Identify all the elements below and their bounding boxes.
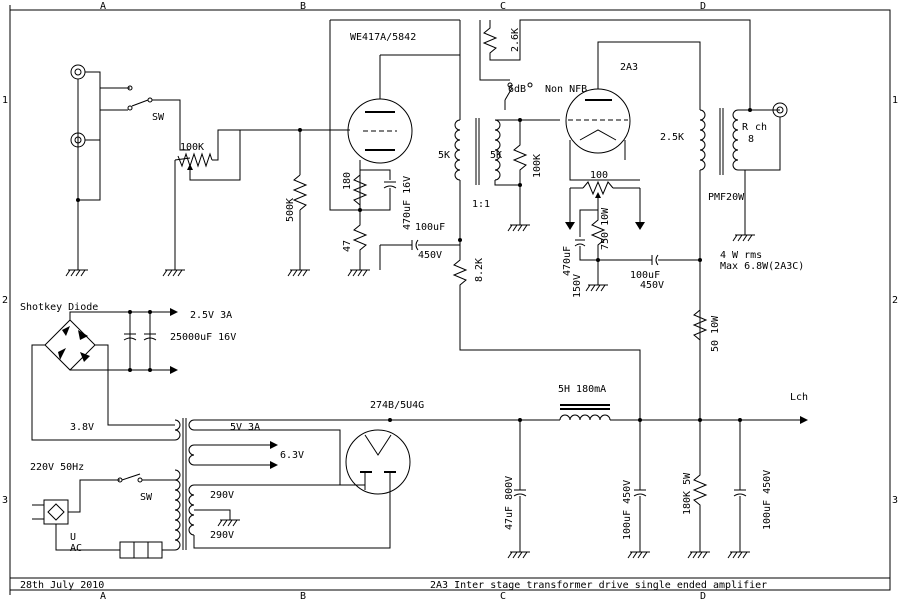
- col-label-c-bottom: C: [500, 591, 506, 600]
- power-supply: 5V 3A 6.3V 290V 290V 274B/5U4G 220V 50Hz: [30, 384, 808, 559]
- col-label-b-top: B: [300, 1, 306, 12]
- cap100b-label: 100uF 450V: [762, 470, 773, 530]
- nfb-network: 2.6K 6dB Non NFB: [479, 19, 751, 110]
- nfb-res-label: 2.6K: [510, 28, 521, 52]
- diagram-date: 28th July 2010: [20, 580, 104, 591]
- coupling-cap-v-label: 450V: [418, 250, 442, 261]
- opt-8-label: 8: [748, 134, 754, 145]
- cathode-res2-label: 47: [342, 240, 353, 252]
- series-res-label: 50 10W: [710, 315, 721, 352]
- output-stage: 2A3 100 470uF 150V 750 10W 100uF 450V: [562, 41, 804, 420]
- ac-label: AC: [70, 543, 82, 554]
- row-label-1-left: 1: [2, 95, 8, 106]
- row-label-3-left: 3: [2, 495, 8, 506]
- input-section: SW 100K: [65, 64, 241, 277]
- cap47-label: 47uF 800V: [504, 476, 515, 530]
- diagram-title: 2A3 Inter stage transformer drive single…: [430, 580, 767, 591]
- nfb-non-label: Non NFB: [545, 84, 587, 95]
- power-out-label: 4 W rms: [720, 250, 762, 261]
- power-cathode-cap-v-label: 150V: [572, 274, 583, 298]
- interstage-transformer: 5K 5K 1:1 100K: [438, 20, 560, 240]
- ist-pri-label: 5K: [438, 150, 450, 161]
- cathode-cap-label: 470uF 16V: [402, 176, 413, 230]
- nfb-switch-label: 6dB: [508, 84, 526, 95]
- v290a-label: 290V: [210, 490, 234, 501]
- row-label-2-left: 2: [2, 295, 8, 306]
- v290b-label: 290V: [210, 530, 234, 541]
- power-switch-label: SW: [140, 492, 153, 503]
- row-label-2-right: 2: [892, 295, 898, 306]
- title-block: 28th July 2010 2A3 Inter stage transform…: [10, 577, 890, 591]
- rectifier-tube-envelope: [345, 429, 411, 495]
- driver-tube-label: WE417A/5842: [350, 32, 416, 43]
- v220-label: 220V 50Hz: [30, 462, 84, 473]
- bypass-cap-v-label: 450V: [640, 280, 664, 291]
- cathode-res-label: 180: [342, 172, 353, 190]
- filament-supply: Shotkey Diode 2.5V 3A 25000uF 16V 3.8V: [20, 302, 236, 441]
- power-cathode-res-label: 750 10W: [600, 207, 611, 250]
- col-label-b-bottom: B: [300, 591, 306, 600]
- col-label-d-bottom: D: [700, 591, 706, 600]
- lch-label: Lch: [790, 392, 808, 403]
- opt-pri-label: 2.5K: [660, 132, 684, 143]
- col-label-d-top: D: [700, 1, 706, 12]
- opt-model-label: PMF20W: [708, 192, 745, 203]
- grid-res-label: 500K: [285, 198, 296, 222]
- power-cathode-cap-label: 470uF: [562, 246, 573, 276]
- v5-label: 5V 3A: [230, 422, 260, 433]
- opt-r-label: R: [742, 122, 749, 133]
- row-label-3-right: 3: [892, 495, 898, 506]
- rectifier-tube-label: 274B/5U4G: [370, 400, 424, 411]
- col-label-a-bottom: A: [100, 591, 106, 600]
- ist-sec-label: 5K: [490, 150, 502, 161]
- bypass-cap-label: 100uF: [630, 270, 660, 281]
- input-switch-label: SW: [152, 112, 165, 123]
- u-label: U: [70, 532, 76, 543]
- ist-ratio-label: 1:1: [472, 199, 490, 210]
- power-tube-envelope: [565, 88, 631, 154]
- volume-pot-label: 100K: [180, 142, 204, 153]
- v38-label: 3.8V: [70, 422, 94, 433]
- schottky-label: Shotkey Diode: [20, 302, 98, 313]
- driver-stage: 500K WE417A/5842 180 470uF 16V 47 100uF: [240, 19, 641, 420]
- grid-res2-label: 100K: [532, 154, 543, 178]
- power-tube-label: 2A3: [620, 62, 638, 73]
- filter-cap-label: 25000uF 16V: [170, 332, 236, 343]
- opt-ch-label: ch: [755, 122, 767, 133]
- coupling-cap-label: 100uF: [415, 222, 445, 233]
- row-label-1-right: 1: [892, 95, 898, 106]
- choke-label: 5H 180mA: [558, 384, 606, 395]
- filament-out-label: 2.5V 3A: [190, 310, 232, 321]
- bleeder-label: 180K 5W: [682, 472, 693, 515]
- col-label-a-top: A: [100, 1, 106, 12]
- drop-res-label: 8.2K: [474, 258, 485, 282]
- hum-pot-label: 100: [590, 170, 608, 181]
- power-max-label: Max 6.8W(2A3C): [720, 261, 804, 272]
- cap100a-label: 100uF 450V: [622, 480, 633, 540]
- v63-label: 6.3V: [280, 450, 304, 461]
- col-label-c-top: C: [500, 1, 506, 12]
